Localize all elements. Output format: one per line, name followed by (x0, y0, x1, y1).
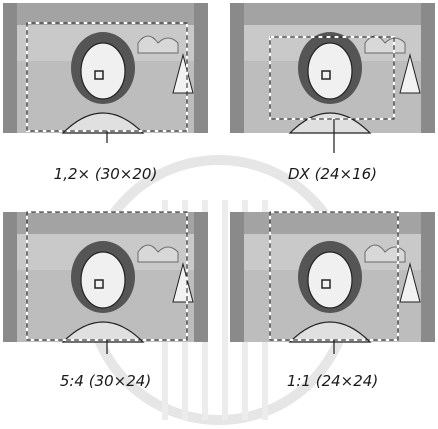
panel-crop-dx (230, 3, 435, 133)
caption-crop-1-1: 1:1 (24×24) (230, 372, 435, 390)
panel-crop-5-4-illustration (3, 212, 208, 342)
panel-crop-1-2x (3, 3, 208, 133)
panel-crop-1-2x-illustration (3, 3, 208, 133)
caption-crop-1-2x: 1,2× (30×20) (3, 165, 208, 183)
panel-crop-1-1-illustration (230, 212, 435, 342)
caption-crop-5-4: 5:4 (30×24) (3, 372, 208, 390)
caption-crop-dx: DX (24×16) (230, 165, 435, 183)
panel-crop-5-4 (3, 212, 208, 342)
panel-crop-1-1 (230, 212, 435, 342)
panel-crop-dx-illustration (230, 3, 435, 133)
